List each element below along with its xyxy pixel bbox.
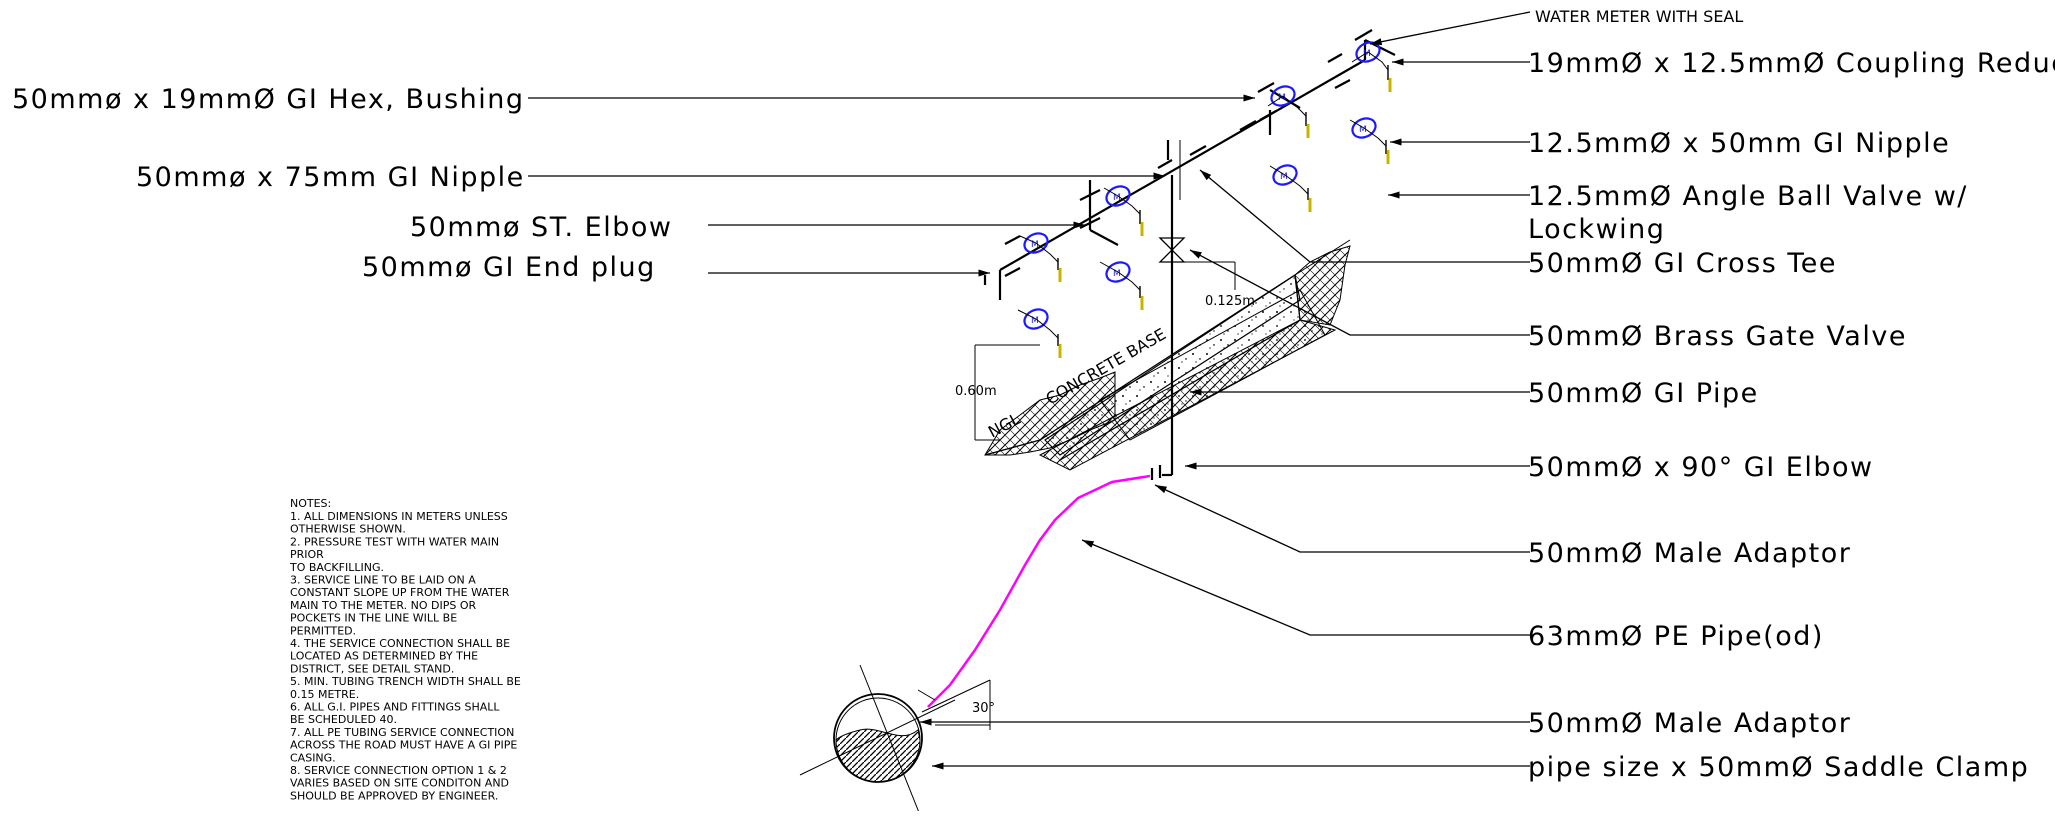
svg-text:M: M: [1359, 125, 1367, 135]
label-pe-pipe: 63mmØ PE Pipe(od): [1528, 621, 1824, 652]
note-line: VARIES BASED ON SITE CONDITON AND: [290, 777, 509, 790]
meter-icon: M: [1023, 308, 1049, 330]
meter-icon: M: [1272, 164, 1298, 186]
label-gate-valve: 50mmØ Brass Gate Valve: [1528, 321, 1907, 352]
note-line: CASING.: [290, 751, 336, 764]
note-line: MAIN TO THE METER. NO DIPS OR: [290, 599, 477, 612]
label-saddle-clamp: pipe size x 50mmØ Saddle Clamp: [1528, 752, 2029, 783]
note-line: DISTRICT, SEE DETAIL STAND.: [290, 662, 454, 675]
label-angle-ball-valve-line2: Lockwing: [1528, 214, 1665, 245]
label-gi-nipple-12: 12.5mmØ x 50mm GI Nipple: [1528, 128, 1950, 159]
ground-section: NGL CONCRETE BASE: [984, 239, 1351, 471]
svg-text:M: M: [1113, 269, 1121, 279]
svg-text:M: M: [1278, 93, 1286, 103]
leader-lines: [528, 11, 1531, 770]
note-line: CONSTANT SLOPE UP FROM THE WATER: [290, 586, 510, 599]
note-line: 5. MIN. TUBING TRENCH WIDTH SHALL BE: [290, 675, 521, 688]
note-line: SHOULD BE APPROVED BY ENGINEER.: [290, 789, 498, 802]
meter-icon: M: [1105, 185, 1131, 207]
label-end-plug: 50mmø GI End plug: [362, 252, 656, 283]
note-line: OTHERWISE SHOWN.: [290, 523, 406, 536]
label-st-elbow: 50mmø ST. Elbow: [410, 212, 672, 243]
notes-title: NOTES:: [290, 497, 331, 510]
note-line: LOCATED AS DETERMINED BY THE: [290, 650, 478, 663]
water-main: 30°: [799, 474, 1151, 816]
svg-text:M: M: [1031, 316, 1039, 326]
note-line: 0.15 METRE.: [290, 688, 359, 701]
svg-text:M: M: [1113, 193, 1121, 203]
note-line: 1. ALL DIMENSIONS IN METERS UNLESS: [290, 510, 508, 523]
label-hex-bushing: 50mmø x 19mmØ GI Hex, Bushing: [12, 84, 525, 115]
label-coupling-reducer: 19mmØ x 12.5mmØ Coupling Reducer: [1528, 48, 2055, 79]
pe-pipe-line: [927, 474, 1151, 708]
note-line: PERMITTED.: [290, 624, 356, 637]
offset-dimension: 0.125m: [1205, 294, 1255, 309]
note-line: 6. ALL G.I. PIPES AND FITTINGS SHALL: [290, 701, 500, 714]
meter-icon: M: [1355, 41, 1381, 63]
label-male-adaptor-2: 50mmØ Male Adaptor: [1528, 708, 1851, 739]
labels-left: 50mmø x 19mmØ GI Hex, Bushing 50mmø x 75…: [12, 84, 672, 283]
note-line: POCKETS IN THE LINE WILL BE: [290, 612, 457, 625]
dimensions: 0.60m 0.125m: [955, 261, 1255, 441]
meter-icon: M: [1105, 261, 1131, 283]
svg-text:M: M: [1031, 240, 1039, 250]
note-line: 7. ALL PE TUBING SERVICE CONNECTION: [290, 726, 514, 739]
label-angle-ball-valve: 12.5mmØ Angle Ball Valve w/: [1528, 181, 1968, 212]
note-line: BE SCHEDULED 40.: [290, 713, 397, 726]
svg-text:M: M: [1363, 49, 1371, 59]
note-line: 4. THE SERVICE CONNECTION SHALL BE: [290, 637, 510, 650]
angle-dimension: 30°: [972, 701, 995, 716]
labels-right: WATER METER WITH SEAL 19mmØ x 12.5mmØ Co…: [1528, 7, 2055, 783]
meter-icon: M: [1351, 117, 1377, 139]
note-line: 3. SERVICE LINE TO BE LAID ON A: [290, 574, 476, 587]
notes-block: NOTES: 1. ALL DIMENSIONS IN METERS UNLES…: [289, 497, 521, 802]
label-male-adaptor-1: 50mmØ Male Adaptor: [1528, 538, 1851, 569]
label-gi-elbow: 50mmØ x 90° GI Elbow: [1528, 452, 1874, 483]
note-line: 2. PRESSURE TEST WITH WATER MAIN: [290, 535, 499, 548]
depth-dimension: 0.60m: [955, 384, 997, 399]
label-gi-nipple-75: 50mmø x 75mm GI Nipple: [136, 162, 525, 193]
note-line: ACROSS THE ROAD MUST HAVE A GI PIPE: [290, 739, 517, 752]
meter-icon: M: [1270, 85, 1296, 107]
label-gi-pipe: 50mmØ GI Pipe: [1528, 378, 1759, 409]
meter-icon: M: [1023, 232, 1049, 254]
note-line: TO BACKFILLING.: [289, 561, 384, 574]
label-water-meter: WATER METER WITH SEAL: [1535, 7, 1743, 26]
note-line: 8. SERVICE CONNECTION OPTION 1 & 2: [290, 764, 507, 777]
water-meters: M M M M M M M M: [1017, 41, 1392, 358]
note-line: PRIOR: [290, 548, 324, 561]
label-cross-tee: 50mmØ GI Cross Tee: [1528, 248, 1837, 279]
svg-text:M: M: [1280, 172, 1288, 182]
